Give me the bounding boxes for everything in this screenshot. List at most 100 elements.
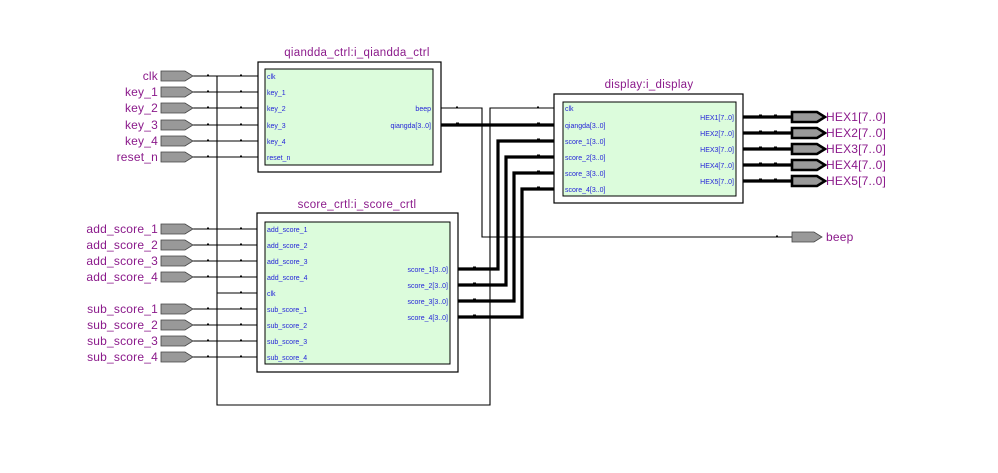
wire-tick-mark [537,154,540,156]
module-body [562,101,737,197]
input-pin-icon [160,70,194,82]
input-pin-label: sub_score_4 [87,350,158,364]
input-pin-key-3[interactable]: key_3 [125,118,194,132]
wire-tick-mark [240,227,242,229]
bus-score-4 [458,187,554,319]
wire-tick-mark [240,123,242,125]
output-pin-hex4[interactable]: HEX4[7..0] [790,158,886,172]
port-input: score_2[3..0] [565,155,606,162]
port-input: key_2 [267,106,286,113]
input-pin-key-1[interactable]: key_1 [125,85,194,99]
wire-tick-mark [240,259,242,261]
input-pin-add-score-1[interactable]: add_score_1 [86,222,194,236]
module-score-crtl[interactable]: score_crtl:i_score_crtl add_score_1 add_… [256,199,459,373]
wire-tick-mark [207,227,209,229]
input-pin-sub-score-2[interactable]: sub_score_2 [87,318,194,332]
input-pin-label: key_3 [125,118,158,132]
port-output: HEX4[7..0] [700,163,734,170]
wire-tick-mark [774,146,777,148]
output-bus-pin-icon [790,110,828,124]
input-pin-icon [160,86,194,98]
input-pin-sub-score-1[interactable]: sub_score_1 [87,302,194,316]
output-bus-pin-icon [790,158,828,172]
port-output: HEX5[7..0] [700,179,734,186]
input-pin-reset-n[interactable]: reset_n [117,150,194,164]
port-input: sub_score_2 [267,323,307,330]
output-pins: HEX1[7..0] HEX2[7..0] HEX3[7..0] HEX4[7.… [790,110,886,244]
input-pin-add-score-4[interactable]: add_score_4 [86,270,194,284]
port-output: score_2[3..0] [408,283,449,290]
output-pin-label: HEX5[7..0] [826,174,886,188]
input-pin-icon [160,319,194,331]
bus-score-1 [458,139,554,271]
wire-tick-mark [456,106,458,108]
output-pin-label: HEX4[7..0] [826,158,886,172]
input-pin-label: sub_score_2 [87,318,158,332]
wire-tick-mark [240,323,242,325]
wire-tick-mark [537,138,540,140]
wire-tick-mark [207,123,209,125]
wire-tick-mark [473,266,476,268]
port-input: sub_score_4 [267,355,307,362]
module-qiandda-ctrl[interactable]: qiandda_ctrl:i_qiandda_ctrl clk key_1 ke… [257,47,442,173]
port-output: score_3[3..0] [408,299,449,306]
wire-tick-mark [759,178,762,180]
input-pin-label: add_score_1 [86,222,158,236]
port-input: score_3[3..0] [565,171,606,178]
wire-tick-mark [240,339,242,341]
port-input: add_score_4 [267,275,308,282]
output-pin-hex1[interactable]: HEX1[7..0] [790,110,886,124]
wire-tick-mark [240,139,242,141]
input-pin-label: add_score_3 [86,254,158,268]
wire-tick-mark [774,130,777,132]
input-pin-sub-score-3[interactable]: sub_score_3 [87,334,194,348]
wire-tick-mark [240,74,242,76]
port-input: add_score_1 [267,227,308,234]
module-body [264,221,451,365]
wires [193,75,792,406]
port-input: add_score_3 [267,259,308,266]
input-pin-icon [160,223,194,235]
output-pin-beep[interactable]: beep [791,230,854,244]
port-input: add_score_2 [267,243,308,250]
input-pin-icon [160,303,194,315]
wire-tick-mark [240,243,242,245]
wire-tick-mark [240,90,242,92]
wire-tick-mark [473,298,476,300]
input-pin-sub-score-4[interactable]: sub_score_4 [87,350,194,364]
output-pin-hex2[interactable]: HEX2[7..0] [790,126,886,140]
module-display[interactable]: display:i_display clk qiangda[3..0] scor… [553,79,744,204]
input-pin-label: key_4 [125,134,158,148]
input-pin-label: reset_n [117,150,158,164]
input-pin-key-2[interactable]: key_2 [125,101,194,115]
wire-tick-mark [207,90,209,92]
wire-tick-mark [759,114,762,116]
input-pin-label: clk [143,69,159,83]
port-input: sub_score_3 [267,339,307,346]
output-pin-label: HEX3[7..0] [826,142,886,156]
wire-tick-mark [759,130,762,132]
wire-tick-mark [207,139,209,141]
input-pin-add-score-2[interactable]: add_score_2 [86,238,194,252]
module-body [264,68,434,166]
wire-tick-mark [537,170,540,172]
wire-tick-mark [207,275,209,277]
wire-tick-mark [207,259,209,261]
input-pin-add-score-3[interactable]: add_score_3 [86,254,194,268]
input-pin-key-4[interactable]: key_4 [125,134,194,148]
wire-tick-mark [776,235,778,237]
output-pin-icon [791,231,823,243]
wire-tick-mark [207,106,209,108]
output-pin-label: HEX1[7..0] [826,110,886,124]
wire-tick-mark [207,339,209,341]
output-pin-label: beep [826,230,854,244]
bus-score-2 [458,155,554,287]
input-pin-clk[interactable]: clk [143,69,194,83]
output-pin-hex3[interactable]: HEX3[7..0] [790,142,886,156]
wire-tick-mark [537,186,540,188]
output-pin-hex5[interactable]: HEX5[7..0] [790,174,886,188]
input-pin-label: key_2 [125,101,158,115]
wire-tick-mark [207,74,209,76]
port-input: sub_score_1 [267,307,307,314]
output-pin-label: HEX2[7..0] [826,126,886,140]
